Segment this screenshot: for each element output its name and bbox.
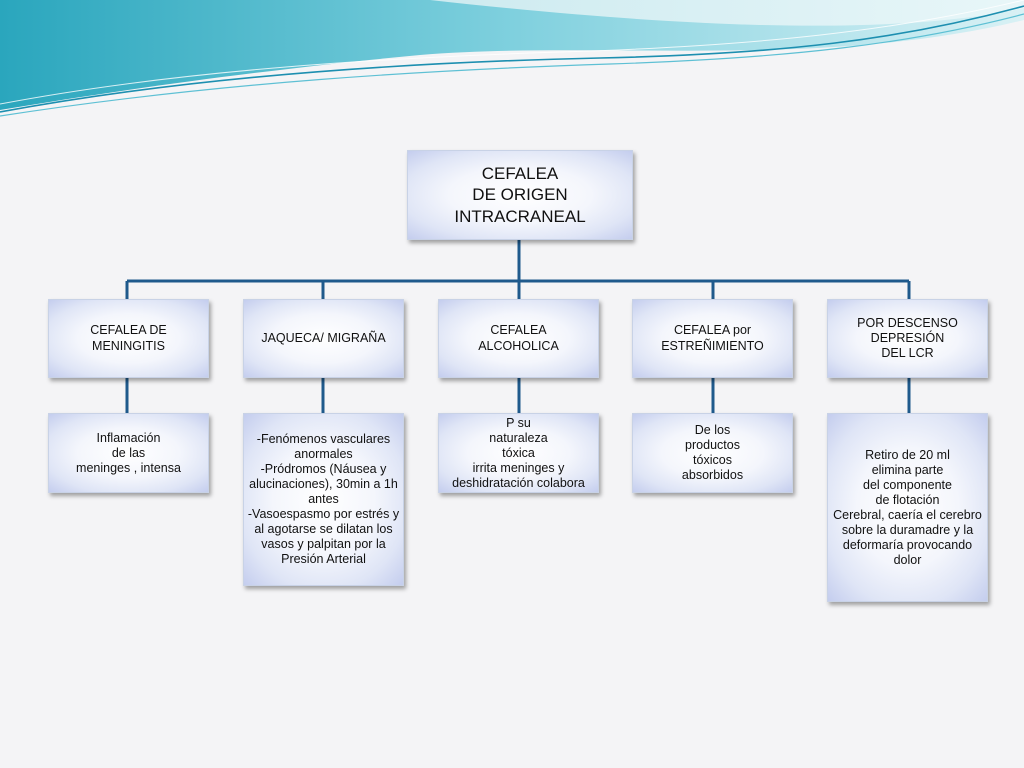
- wave-line: [0, 0, 1024, 105]
- wave-line: [0, 5, 1024, 113]
- wave-shape: [0, 0, 1024, 110]
- category-node-constipation: CEFALEA por ESTREÑIMIENTO: [632, 299, 793, 378]
- category-node-alcoholic: CEFALEA ALCOHOLICA: [438, 299, 599, 378]
- detail-node-alcoholic: P su naturaleza tóxica irrita meninges y…: [438, 413, 599, 493]
- wave-line: [0, 13, 1024, 117]
- detail-node-constipation: De los productos tóxicos absorbidos: [632, 413, 793, 493]
- root-node: CEFALEA DE ORIGEN INTRACRANEAL: [407, 150, 633, 240]
- detail-node-csf-depression: Retiro de 20 ml elimina parte del compon…: [827, 413, 988, 602]
- wave-shape: [430, 0, 1024, 26]
- category-node-meningitis: CEFALEA DE MENINGITIS: [48, 299, 209, 378]
- category-node-csf-depression: POR DESCENSO DEPRESIÓN DEL LCR: [827, 299, 988, 378]
- category-node-migraine: JAQUECA/ MIGRAÑA: [243, 299, 404, 378]
- decorative-wave-banner: [0, 0, 1024, 117]
- detail-node-meningitis: Inflamación de las meninges , intensa: [48, 413, 209, 493]
- detail-node-migraine: -Fenómenos vasculares anormales -Pródrom…: [243, 413, 404, 586]
